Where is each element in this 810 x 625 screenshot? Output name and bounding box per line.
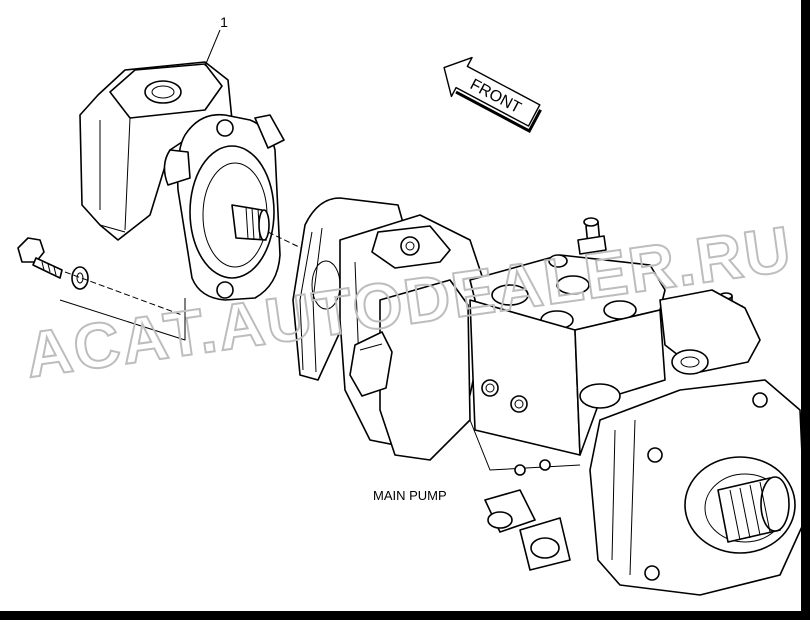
mounting-bolt[interactable] — [17, 237, 63, 279]
main-pump-label: MAIN PUMP — [373, 488, 447, 503]
frame-border-right — [801, 0, 810, 620]
main-pump[interactable] — [292, 197, 806, 596]
frame-border-bottom — [0, 611, 810, 620]
callout-1-label: 1 — [220, 14, 228, 30]
gear-pump[interactable] — [59, 61, 285, 341]
callout-1-leader — [204, 29, 221, 67]
front-direction-arrow: FRONT — [443, 56, 542, 134]
washer[interactable] — [71, 266, 89, 290]
